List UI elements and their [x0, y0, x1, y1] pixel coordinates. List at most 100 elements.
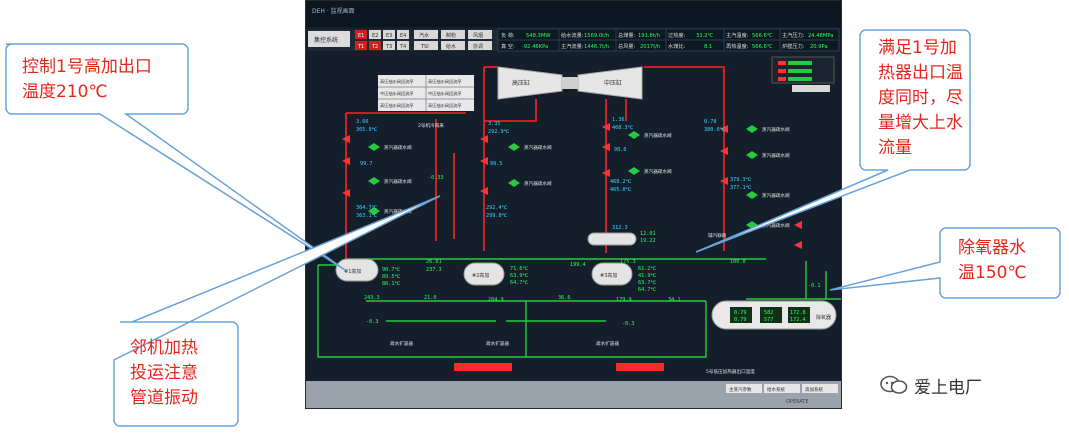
value-r25: 204.9: [488, 297, 504, 303]
tab-t2[interactable]: [369, 41, 381, 50]
operate-label: OPERATE: [786, 399, 809, 405]
value-r1b: 365.9℃: [356, 127, 378, 133]
tab-e1[interactable]: [355, 30, 367, 39]
tab-t1[interactable]: [355, 41, 367, 50]
valve-cell-1[interactable]: 高压抽水阀回流序: [380, 78, 414, 85]
value-r16: 312.3: [612, 225, 628, 231]
valve-cell-2[interactable]: 高压抽水阀回流序: [428, 78, 462, 85]
valve-cell-3[interactable]: 中压抽水阀回流序: [380, 90, 414, 97]
value-r28: 34.1: [668, 297, 681, 303]
h1-level-2: 89.5℃: [382, 274, 400, 280]
callout-4-line-3: 管道振动: [130, 388, 198, 408]
bottom-tab-2-label: 给水系统: [767, 386, 785, 393]
valve-cell-4[interactable]: 中压抽水阀回流序: [428, 90, 462, 97]
callout-2-balloon: [695, 29, 971, 253]
label-drain-1: 疏水扩容器: [390, 340, 413, 347]
h3-level-1: 61.2℃: [638, 266, 656, 272]
value-r10: 292.4℃: [486, 205, 508, 211]
heater-1: #1高加: [335, 258, 379, 282]
tab-e3[interactable]: [383, 30, 395, 39]
valve-cell-5[interactable]: 高压抽水阀回流序: [380, 102, 414, 109]
status-label-2: 给水流量:: [561, 31, 584, 39]
value-r3: 1.36: [612, 117, 625, 123]
btn-feedwater[interactable]: [441, 41, 465, 50]
label-steam-7: 蒸汽器疏水阀: [644, 168, 672, 175]
tab-e4[interactable]: [397, 30, 409, 39]
tab-t4[interactable]: [397, 41, 409, 50]
value-r33: 172.8: [790, 310, 806, 316]
nav-home-button[interactable]: [308, 31, 350, 47]
status-label-4: 过热度:: [668, 31, 686, 39]
bottom-tab-1[interactable]: [726, 384, 762, 393]
status-value-12: 20.9Pa: [810, 44, 828, 50]
h3-level-3: 63.7℃: [638, 280, 656, 286]
btn-air-gas[interactable]: [468, 30, 492, 39]
btn-steam-water[interactable]: [414, 30, 438, 39]
tab-e2[interactable]: [369, 30, 381, 39]
callout-1-line-1: 控制1号高加出口: [22, 57, 152, 77]
status-value-9: 2017t/h: [640, 44, 660, 50]
btn-coordination[interactable]: [468, 41, 492, 50]
bottom-tab-1-label: 主蒸汽参数: [729, 386, 752, 393]
bottom-caption: 5号低压加热器出口温度: [706, 368, 755, 375]
status-label-10: 水煤比:: [668, 42, 686, 50]
callout-4-balloon: [113, 195, 441, 427]
status-value-2: 1569.0t/h: [584, 33, 609, 39]
btn-pulverizer-label: 制粉: [446, 32, 456, 39]
label-steam-3: 蒸汽器疏水阀: [384, 208, 412, 215]
status-value-1: 548.3MW: [526, 33, 550, 39]
btn-pulverizer[interactable]: [441, 30, 465, 39]
status-value-8: 1446.7t/h: [584, 44, 609, 50]
label-drain-2: 疏水扩容器: [486, 340, 509, 347]
t-tabs: T1 T2 T3 T4: [355, 41, 409, 50]
panel-button[interactable]: [792, 85, 830, 92]
nav-home-label: 集控系统: [314, 36, 338, 44]
label-steam-5: 蒸汽器疏水阀: [524, 180, 552, 187]
btn-tsi[interactable]: [414, 41, 438, 50]
value-r31: 582: [764, 310, 773, 316]
btn-steam-water-label: 汽水: [419, 32, 429, 39]
bottom-tab-3[interactable]: [802, 384, 838, 393]
value-r27: 179.9: [616, 297, 632, 303]
value-r3b: 468.3℃: [612, 125, 634, 131]
tab-e1-label: E1: [358, 33, 364, 39]
status-label-11: 再热温度:: [726, 42, 749, 50]
status-value-6: 24.48MPa: [808, 33, 833, 39]
label-steam-4: 蒸汽器疏水阀: [524, 144, 552, 151]
bottom-tab-2[interactable]: [764, 384, 800, 393]
tab-t3[interactable]: [383, 41, 395, 50]
value-r39: -0.1: [808, 283, 821, 289]
tab-t2-label: T2: [371, 44, 378, 50]
diagram-labels: 蒸汽器疏水阀 蒸汽器疏水阀 蒸汽器疏水阀 蒸汽器疏水阀 蒸汽器疏水阀 蒸汽器疏水…: [384, 122, 790, 347]
tab-e3-label: E3: [386, 33, 392, 39]
alarm-bar-1: [454, 363, 512, 371]
callout-2-text: 满足1号加 热器出口温 度同时，尽 量增大上水 流量: [878, 36, 963, 161]
value-r32: 577: [764, 317, 773, 323]
label-second-cold: 2号机冷再来: [418, 122, 444, 129]
label-steam-8: 蒸汽器疏水阀: [762, 126, 790, 133]
value-r24: 21.0: [424, 295, 437, 301]
heater-levels: 90.7℃ 89.5℃ 80.1℃ 71.6℃ 63.9℃ 64.7℃ 61.2…: [382, 266, 656, 293]
tab-t1-label: T1: [357, 44, 364, 50]
status-value-10: 8.1: [704, 44, 712, 50]
tab-t3-label: T3: [385, 44, 392, 50]
value-r23: 243.3: [364, 295, 380, 301]
turbine-casing: 高压缸 中压缸: [497, 66, 643, 100]
value-r4b: 380.0℃: [704, 127, 726, 133]
status-value-7: -92.46KPa: [522, 44, 548, 50]
value-r9: 363.1℃: [356, 213, 378, 219]
btn-feedwater-label: 给水: [446, 43, 456, 50]
deaerator: 除氧器: [711, 300, 837, 330]
value-r15: 377.1℃: [730, 185, 752, 191]
callout-1-line-2: 温度210℃: [22, 82, 108, 102]
btn-coordination-label: 协调: [473, 43, 483, 50]
callout-1-text: 控制1号高加出口 温度210℃: [22, 55, 152, 105]
value-r37: -0.3: [366, 319, 379, 325]
right-control-panel: [771, 56, 835, 92]
valve-cell-6[interactable]: 高压抽水阀回流序: [428, 102, 462, 109]
value-r11: 299.8℃: [486, 213, 508, 219]
callout-4-line-1: 邻机加热: [130, 338, 198, 358]
callout-2-line-3: 度同时，尽: [878, 88, 963, 108]
label-steam-6: 蒸汽器疏水阀: [644, 132, 672, 139]
value-r1: 3.66: [356, 119, 369, 125]
